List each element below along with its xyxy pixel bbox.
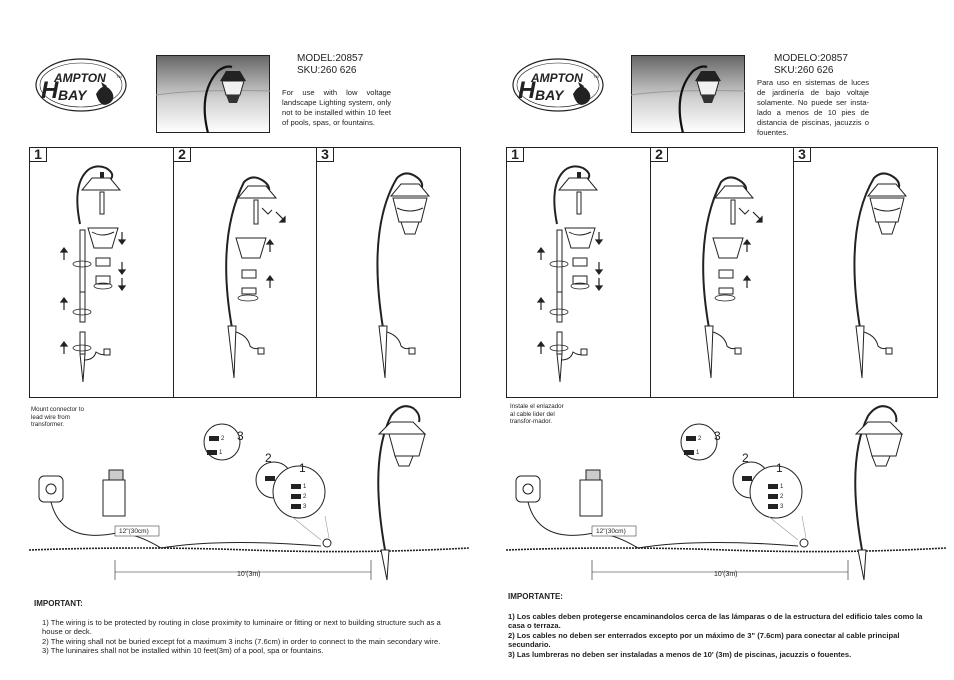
spanish-sheet: AMPTON H BAY TM MODELO:20857 SKU:260 626… (477, 0, 954, 680)
important-item: 1) The wiring is to be protected by rout… (42, 618, 441, 637)
step-number: 3 (794, 147, 811, 162)
important-item: 2) Los cables no deben ser enterrados ex… (508, 630, 900, 650)
step-3-illustration (376, 172, 431, 379)
model-number: MODELO:20857 (774, 53, 848, 64)
important-title: IMPORTANT: (34, 599, 83, 608)
english-sheet: AMPTON H BAY TM MODEL:20857 SKU:260 626 … (29, 53, 469, 656)
logo-tm: TM (116, 74, 122, 79)
important-title: IMPORTANTE: (508, 592, 563, 601)
step-number: 1 (30, 147, 47, 162)
dim-short: 12"(30cm) (119, 528, 149, 535)
step-2-illustration (702, 176, 763, 379)
sku-number: SKU:260 626 (774, 65, 834, 76)
step-3-panel: 3 (794, 147, 937, 397)
hampton-bay-logo: AMPTON H BAY TM (35, 58, 127, 112)
model-number: MODEL:20857 (297, 53, 364, 64)
mini-label: 1 (696, 450, 700, 456)
mini-label: 2 (780, 494, 784, 500)
mini-label: 2 (303, 494, 307, 500)
important-list: 1) Los cables deben protegerse encaminan… (508, 612, 940, 659)
usage-note: Para uso en sistemas de luces de jardine… (757, 78, 869, 137)
important-list: 1) The wiring is to be protected by rout… (42, 618, 462, 656)
step-1-illustration (59, 165, 127, 383)
logo-line-1: AMPTON (53, 71, 106, 85)
callout-2: 2 (265, 451, 272, 465)
mini-label: 1 (780, 484, 784, 490)
installation-scene: 12"(30cm) 10'(3m) 3 2 1 2 1 1 2 3 (506, 405, 946, 581)
logo-line-2: BAY (58, 87, 88, 103)
connector-note: Mount connector to lead wire from transf… (31, 406, 84, 428)
callout-2: 2 (742, 451, 749, 465)
step-number: 2 (174, 147, 191, 162)
installation-scene: 12"(30cm) 10'(3m) 3 2 1 2 1 1 2 3 (29, 405, 469, 581)
product-photo (631, 55, 745, 133)
step-2-panel: 2 (174, 147, 316, 397)
mini-label: 2 (221, 436, 225, 442)
mini-label: 3 (303, 504, 307, 510)
logo-letter-h: H (518, 77, 536, 104)
dim-short: 12"(30cm) (596, 528, 626, 535)
mini-label: 2 (698, 436, 702, 442)
important-item: 2) The wiring shall not be buried except… (42, 636, 441, 646)
hampton-bay-logo: AMPTON H BAY TM (512, 58, 604, 112)
callout-3: 3 (237, 429, 244, 443)
dim-long: 10'(3m) (714, 571, 738, 578)
connector-note: Instale el enlazador al cable lider del … (510, 403, 564, 425)
step-3-illustration (853, 172, 908, 379)
logo-tm: TM (593, 74, 599, 79)
usage-note: For use with low voltage landscape Light… (282, 88, 391, 127)
product-photo (156, 55, 270, 133)
callout-1: 1 (776, 461, 783, 475)
steps-frame: 1 (506, 147, 938, 398)
step-number: 1 (507, 147, 524, 162)
logo-line-2: BAY (535, 87, 565, 103)
logo-letter-h: H (41, 77, 59, 104)
step-3-panel: 3 (317, 147, 460, 397)
important-item: 3) The luninaires shall not be installed… (42, 646, 324, 656)
important-item: 1) Los cables deben protegerse encaminan… (508, 612, 923, 631)
sku-number: SKU:260 626 (297, 65, 357, 76)
step-2-panel: 2 (651, 147, 793, 397)
step-number: 2 (651, 147, 668, 162)
step-1-panel: 1 (507, 147, 650, 397)
step-2-illustration (225, 176, 286, 379)
callout-3: 3 (714, 429, 721, 443)
important-item: 3) Las lumbreras no deben ser instaladas… (508, 649, 852, 659)
logo-line-1: AMPTON (530, 71, 583, 85)
step-1-illustration (536, 165, 604, 383)
steps-frame: 1 (29, 147, 461, 398)
step-number: 3 (317, 147, 334, 162)
step-1-panel: 1 (30, 147, 173, 397)
callout-1: 1 (299, 461, 306, 475)
dim-long: 10'(3m) (237, 571, 261, 578)
mini-label: 1 (303, 484, 307, 490)
mini-label: 3 (780, 504, 784, 510)
mini-label: 1 (219, 450, 223, 456)
